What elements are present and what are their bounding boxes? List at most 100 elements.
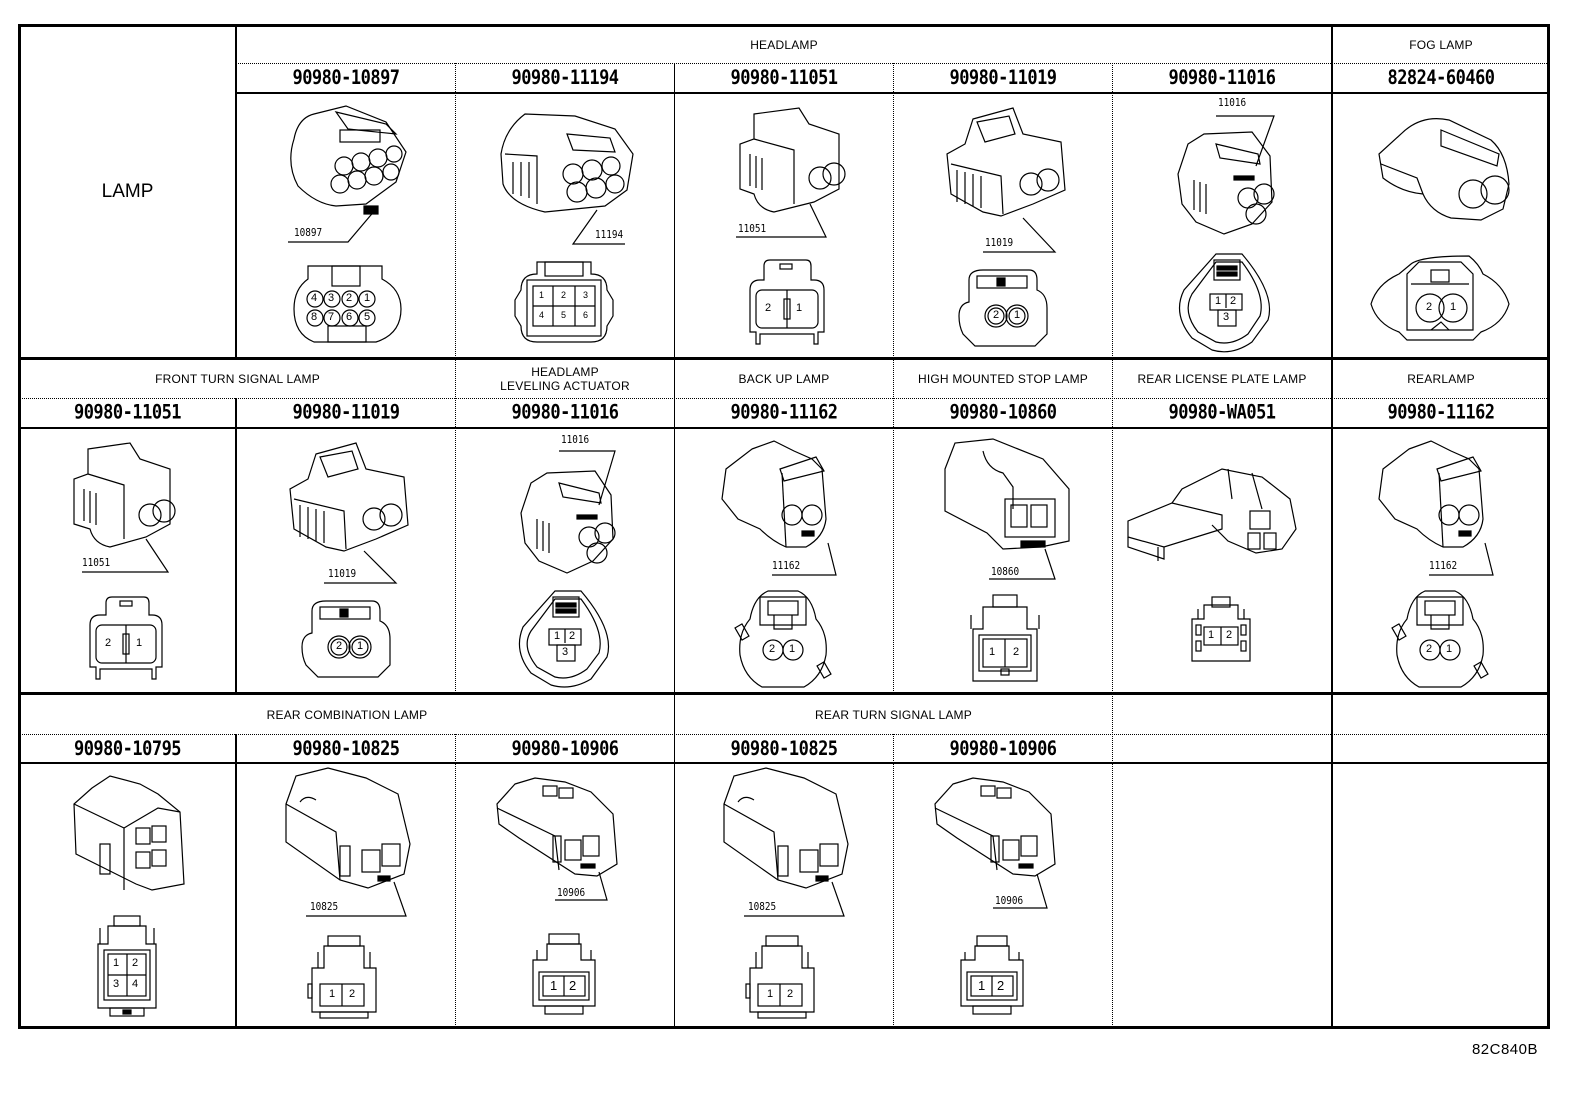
pin-number: 4 [132, 978, 139, 990]
pin-number: 1 [1215, 295, 1222, 307]
connector-isometric-icon [500, 113, 634, 245]
pin-number: 3 [583, 290, 589, 300]
pin-face-icon [301, 600, 391, 678]
grid-line [893, 63, 894, 358]
part-number: 90980-11162 [1387, 401, 1495, 425]
pin-number: 8 [311, 311, 318, 323]
connector-isometric-icon [944, 438, 1070, 580]
pin-face-icon [1391, 590, 1489, 688]
callout-label: 11016 [561, 433, 590, 446]
pin-number: 1 [554, 630, 561, 642]
grid-line [20, 762, 1549, 764]
pin-number: 1 [329, 988, 336, 1000]
grid-line [235, 24, 237, 359]
callout-label: 10906 [995, 894, 1024, 907]
part-number [1113, 733, 1331, 764]
group-label-rear-combination-lamp: REAR COMBINATION LAMP [266, 707, 428, 722]
connector-drawing-10897: 10897 4 3 2 1 8 7 6 5 [236, 94, 455, 357]
callout-label: 11162 [772, 559, 801, 572]
grid-line [893, 358, 894, 693]
connector-drawing-11019: 11019 2 1 [893, 94, 1112, 357]
pin-number: 2 [997, 978, 1005, 993]
grid-line [20, 427, 1549, 429]
part-number: 90980-11051 [730, 66, 838, 90]
pin-face-icon [97, 915, 157, 1017]
pin-number: 6 [583, 310, 589, 320]
part-number: 90980-11051 [73, 401, 182, 425]
grid-line [236, 63, 1549, 64]
pin-face-icon [307, 935, 377, 1019]
pin-number: 1 [136, 637, 143, 649]
connector-drawing-10795: 1 2 3 4 [20, 764, 235, 1027]
pin-number: 4 [539, 310, 545, 320]
connector-isometric-icon [1378, 440, 1494, 576]
group-label-front-turn-signal-lamp: FRONT TURN SIGNAL LAMP [155, 372, 320, 386]
pin-number: 1 [1208, 629, 1215, 641]
group-label-line: HEADLAMP [531, 365, 599, 379]
connector-isometric-icon [520, 450, 616, 574]
pin-number: 2 [1230, 295, 1237, 307]
pin-number: 1 [539, 290, 545, 300]
callout-label: 10825 [310, 900, 339, 913]
connector-isometric-icon [289, 442, 409, 584]
pin-number: 2 [1426, 643, 1433, 655]
pin-number: 3 [1223, 311, 1230, 323]
part-number: 90980-WA051 [1168, 401, 1276, 425]
group-label-rearlamp: REARLAMP [1407, 372, 1475, 386]
group-label-empty [1333, 695, 1549, 734]
grid-line [674, 693, 675, 1029]
part-number: 90980-10860 [949, 401, 1057, 425]
grid-line [1112, 63, 1113, 358]
callout-label: 11019 [985, 236, 1014, 249]
connector-drawing-10825: 10825 1 2 [236, 764, 455, 1027]
pin-number: 2 [336, 640, 343, 652]
pin-face-icon [532, 933, 596, 1015]
grid-line [893, 734, 894, 1029]
connector-isometric-icon [73, 442, 176, 573]
pin-number: 1 [796, 302, 803, 314]
part-number: 82824-60460 [1387, 66, 1495, 90]
grid-line [20, 734, 1549, 735]
group-label-headlamp-leveling-actuator: HEADLAMP LEVELING ACTUATOR [456, 360, 674, 398]
connector-drawing-11162: 11162 2 1 [1331, 429, 1549, 692]
callout-label: 10860 [991, 565, 1020, 578]
pin-face-icon [960, 935, 1024, 1015]
part-number: 90980-10795 [73, 737, 182, 760]
pin-face-icon [958, 269, 1048, 347]
connector-isometric-icon [721, 440, 837, 576]
connector-drawing-11194: 11194 1 2 3 4 5 6 [455, 94, 674, 357]
pin-number: 2 [349, 988, 356, 1000]
connector-isometric-icon [1177, 115, 1275, 235]
pin-face-icon [518, 590, 610, 688]
part-number: 90980-11019 [292, 401, 400, 425]
pin-number: 2 [1426, 301, 1433, 313]
group-label-line: LEVELING ACTUATOR [500, 379, 630, 393]
grid-line [1112, 693, 1113, 1029]
connector-drawing-11019: 11019 2 1 [236, 429, 455, 692]
group-label-rear-turn-signal-lamp: REAR TURN SIGNAL LAMP [815, 707, 972, 722]
grid-line [674, 63, 675, 358]
part-number: 90980-11016 [1168, 66, 1276, 90]
pin-number: 5 [364, 311, 371, 323]
pin-face-icon [1370, 255, 1510, 341]
pin-face-icon [1178, 253, 1271, 353]
pin-face-icon [749, 259, 825, 345]
pin-number: 1 [113, 957, 120, 969]
pin-face-icon [1191, 596, 1251, 662]
pin-number: 1 [1446, 643, 1453, 655]
pin-number: 2 [132, 957, 139, 969]
connector-isometric-icon [736, 107, 846, 238]
pin-face-icon [514, 261, 614, 343]
part-number: 90980-10906 [511, 737, 619, 760]
group-label-empty [1113, 695, 1331, 734]
grid-line [235, 398, 237, 693]
connector-isometric-icon [934, 777, 1056, 909]
callout-label: 10906 [557, 886, 586, 899]
connector-drawing-11016: 11016 1 2 3 [455, 429, 674, 692]
drawing-code: 82C840B [1471, 1041, 1538, 1058]
connector-drawing-10825: 10825 1 2 [674, 764, 893, 1027]
row-divider [18, 692, 1550, 695]
grid-line [455, 63, 456, 358]
pin-number: 1 [789, 643, 796, 655]
grid-line [20, 398, 1549, 399]
